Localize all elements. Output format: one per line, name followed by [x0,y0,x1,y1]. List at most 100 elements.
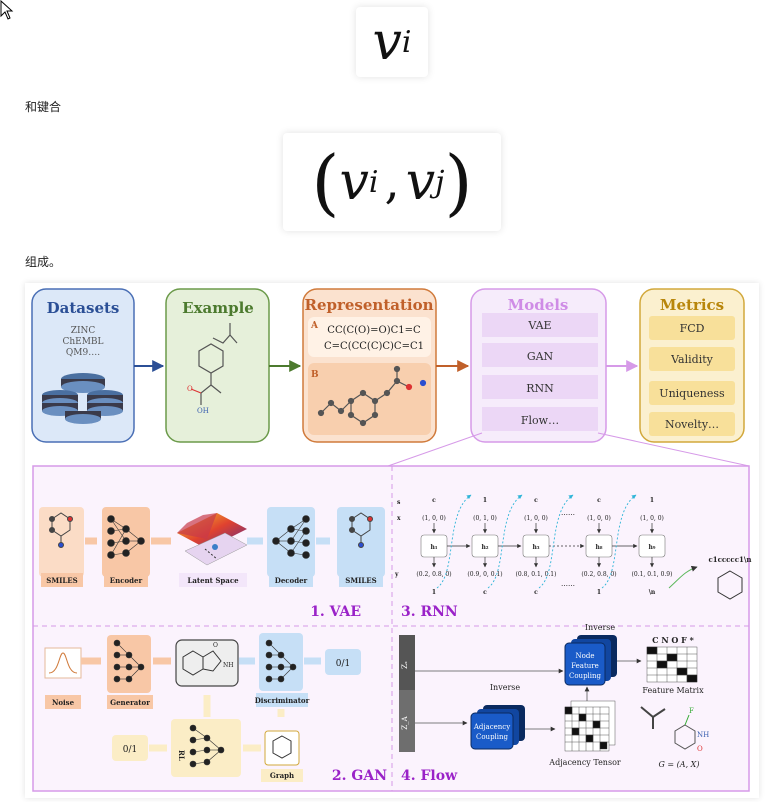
database-icon [42,373,123,424]
rep-label-b: B [311,370,319,380]
rnn-row-x: x [397,515,401,522]
node-coupling-stack: Node Feature Coupling [564,635,617,686]
example-box: Example O OH [165,288,270,443]
decoder-network-icon [272,515,310,559]
svg-text:h₉: h₉ [649,544,656,551]
svg-text:(0.2, 0.8, 0): (0.2, 0.8, 0) [416,571,451,578]
rnn-cell-9: 1 (1, 0, 0) h₉ (0.1, 0.1, 0.9) \n [632,497,673,596]
rnn-row-y: y [394,571,399,578]
dataset-chembl: ChEMBL [62,337,103,347]
feature-matrix-grid [646,646,698,683]
flow-inverse-top: Inverse [585,623,615,632]
rnn-section: s x y c (1, 0, 0) h₁ (0.2, 0.8, 0) 1 1 (… [394,494,752,620]
svg-text:c: c [483,589,487,596]
paragraph-compose: 组成。 [25,255,62,269]
graph-benzene-icon [272,735,292,759]
vae-smiles-in: SMILES [46,576,77,585]
gan-generator-label: Generator [110,698,150,707]
flow-caption: 4. Flow [401,768,458,784]
representation-title: Representation [304,296,433,314]
svg-text:h₈: h₈ [596,544,603,551]
graph-equation: G = (A, X) [659,760,700,769]
benzene-icon [717,570,743,600]
models-box: Models VAE GAN RNN Flow… [470,288,607,443]
formula-v1: v [339,152,369,212]
metrics-box: Metrics FCD Validity Uniqueness Novelty… [639,288,745,443]
rnn-cell-8: c (1, 0, 0) h₈ (0.2, 0.8, 0) 1 [581,497,616,596]
atom-o-label: O [697,745,703,753]
feature-matrix-label: Feature Matrix [642,686,704,695]
svg-text:\n: \n [649,589,656,596]
svg-text:c: c [432,497,436,504]
svg-text:(1, 0, 0): (1, 0, 0) [640,515,664,522]
flow-zx-label: Zₓ [401,661,409,669]
svg-text:h₁: h₁ [431,544,438,551]
svg-text:h₂: h₂ [482,544,489,551]
figure-svg: Datasets ZINC ChEMBL QM9…. Example [31,288,752,792]
gan-discriminator-label: Discriminator [255,696,310,705]
svg-text:1: 1 [483,497,487,504]
svg-text:(1, 0, 0): (1, 0, 0) [422,515,446,522]
svg-text:(0, 1, 0): (0, 1, 0) [473,515,497,522]
rnn-dots-top: …… [561,509,575,517]
molecule-out-icon [349,512,373,548]
molecule-generation-figure: Datasets ZINC ChEMBL QM9…. Example [25,283,759,798]
vae-encoder-label: Encoder [110,576,143,585]
latent-space-label: Latent Space [187,576,239,585]
generator-network-icon [113,639,145,683]
gan-nh-label: NH [223,662,233,669]
graph-representation-icon [317,365,427,427]
svg-text:c: c [534,589,538,596]
svg-text:Coupling: Coupling [476,733,509,741]
model-flow: Flow… [521,414,559,427]
gan-caption: 2. GAN [332,768,387,784]
svg-text:(0.8, 0.1, 0.1): (0.8, 0.1, 0.1) [516,571,557,578]
vae-section: SMILES Encoder Latent Space [39,507,385,620]
gan-rl-label: RL [177,750,186,761]
adjacency-tensor-grid [564,700,616,752]
molecule-icon [49,512,73,548]
example-oh-label: OH [197,407,209,415]
adjacency-tensor-label: Adjacency Tensor [548,758,621,767]
datasets-title: Datasets [47,299,120,317]
paragraph-bond: 和键合 [25,100,62,114]
example-title: Example [182,299,254,317]
formula-s1: i [368,164,379,200]
rnn-cell-2: 1 (0, 1, 0) h₂ (0.9, 0, 0.1) c [467,497,502,596]
flow-za-label: Z_A [401,715,409,729]
dataset-qm9: QM9…. [66,348,100,358]
benzothiazolone-icon [182,650,222,676]
mouse-cursor-icon [0,0,14,20]
datasets-box: Datasets ZINC ChEMBL QM9…. [31,288,135,443]
svg-text:(0.9, 0, 0.1): (0.9, 0, 0.1) [467,571,502,578]
atom-nh-label: NH [697,731,709,739]
latent-space-plot-icon [177,513,248,566]
formula-sub: i [401,24,412,60]
svg-text:(1, 0, 0): (1, 0, 0) [587,515,611,522]
svg-text:h₃: h₃ [533,544,540,551]
smiles-line-1: CC(C(O)=O)C1=C [327,325,421,336]
rnn-cell-1: c (1, 0, 0) h₁ (0.2, 0.8, 0) 1 [416,497,451,596]
gan-output-label: 0/1 [336,659,350,669]
svg-text:1: 1 [650,497,654,504]
ibuprofen-structure-icon [190,323,238,405]
metric-novelty: Novelty… [665,418,719,431]
models-detail-panel [32,465,750,792]
metrics-title: Metrics [660,296,724,314]
metric-uniqueness: Uniqueness [659,387,725,400]
atom-f-label: F [689,707,694,715]
vae-caption: 1. VAE [310,604,361,620]
flow-inverse-mid: Inverse [490,683,520,692]
representation-box: Representation A CC(C(O)=O)C1=C C=C(CC(C… [302,288,437,443]
rnn-caption: 3. RNN [401,604,458,620]
metric-validity: Validity [670,353,714,366]
models-title: Models [508,296,569,314]
rnn-output-smiles: c1ccccc1\n [709,555,752,564]
gan-section: Noise Generator NH O [44,633,387,784]
svg-text:1: 1 [432,589,436,596]
rnn-row-s: s [397,499,401,506]
feature-matrix-header: C N O F * [652,635,694,645]
gan-o-label: O [213,642,218,649]
formula-comma: , [384,154,400,210]
rl-network-icon [189,724,225,768]
